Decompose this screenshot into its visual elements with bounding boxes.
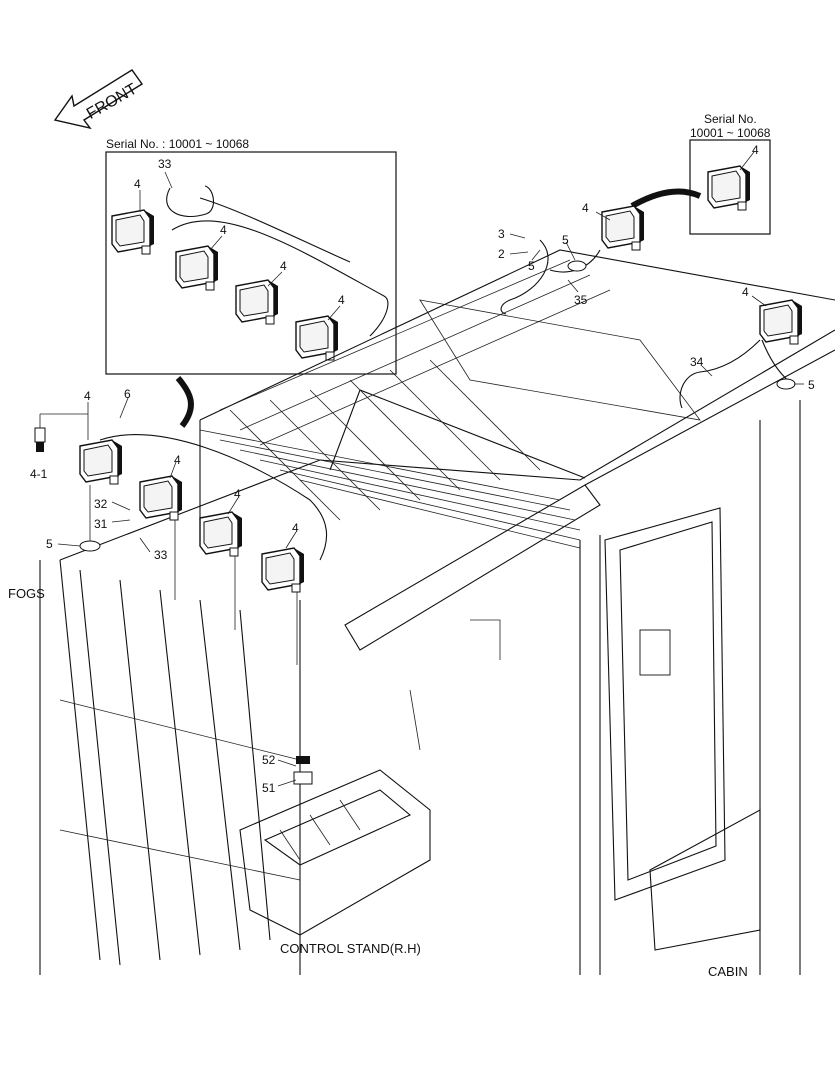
callout-labels: 33 4 4 4 4 4 4 4 3 2 5 5 35 34 5 4 6 4-1… bbox=[30, 143, 815, 795]
callout-4-front-a: 4 bbox=[84, 389, 91, 403]
callout-52: 52 bbox=[262, 753, 276, 767]
callout-31: 31 bbox=[94, 517, 108, 531]
bulb-icon bbox=[34, 413, 88, 452]
leader-lines bbox=[57, 151, 804, 787]
callout-51: 51 bbox=[262, 781, 276, 795]
callout-4-a: 4 bbox=[134, 177, 141, 191]
callout-4-front-b: 4 bbox=[174, 453, 181, 467]
roof-lamps-right bbox=[500, 205, 803, 409]
callout-3: 3 bbox=[498, 227, 505, 241]
inset-left-serial: Serial No. : 10001 ~ 10068 bbox=[106, 137, 249, 151]
caption-cabin: CABIN bbox=[708, 964, 748, 979]
callout-4-d: 4 bbox=[338, 293, 345, 307]
callout-4-c: 4 bbox=[280, 259, 287, 273]
callout-4-roof-a: 4 bbox=[582, 201, 589, 215]
callout-4-b: 4 bbox=[220, 223, 227, 237]
callout-4-front-c: 4 bbox=[234, 487, 241, 501]
inset-right-serial-2: 10001 ~ 10068 bbox=[690, 126, 771, 140]
callout-4-front-d: 4 bbox=[292, 521, 299, 535]
front-arrow: FRONT bbox=[53, 69, 144, 130]
callout-5-c: 5 bbox=[808, 378, 815, 392]
callout-5-d: 5 bbox=[46, 537, 53, 551]
cabin-roof bbox=[59, 249, 835, 651]
callout-33-top: 33 bbox=[158, 157, 172, 171]
inset-right-serial-1: Serial No. bbox=[704, 112, 757, 126]
front-guard bbox=[39, 559, 301, 975]
callout-32: 32 bbox=[94, 497, 108, 511]
caption-control-stand: CONTROL STAND(R.H) bbox=[280, 941, 421, 956]
roof-slats bbox=[199, 359, 581, 549]
callout-6: 6 bbox=[124, 387, 131, 401]
callout-5-b: 5 bbox=[562, 233, 569, 247]
inset-box-right: Serial No. 10001 ~ 10068 bbox=[630, 112, 771, 235]
cabin-side bbox=[409, 400, 801, 975]
callout-33-b: 33 bbox=[154, 548, 168, 562]
callout-5-a: 5 bbox=[528, 259, 535, 273]
callout-35: 35 bbox=[574, 293, 588, 307]
caption-fogs: FOGS bbox=[8, 586, 45, 601]
callout-4-1: 4-1 bbox=[30, 467, 48, 481]
callout-2: 2 bbox=[498, 247, 505, 261]
callout-4-roof-b: 4 bbox=[742, 285, 749, 299]
callout-34: 34 bbox=[690, 355, 704, 369]
callout-4-right-inset: 4 bbox=[752, 143, 759, 157]
front-fog-lamps bbox=[79, 376, 328, 665]
control-stand bbox=[239, 756, 431, 936]
inset-box-left: Serial No. : 10001 ~ 10068 bbox=[105, 137, 397, 375]
